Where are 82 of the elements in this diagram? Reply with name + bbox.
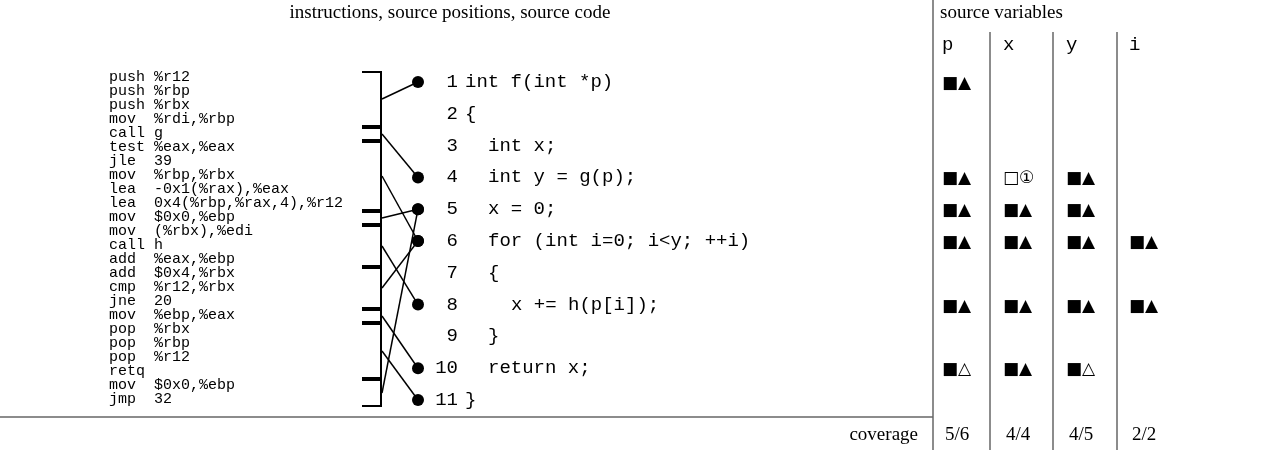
instruction-text: push %rbp bbox=[109, 85, 190, 99]
instruction-text: mov %rbp,%rbx bbox=[109, 169, 236, 183]
instruction-text: jne 20 bbox=[109, 295, 172, 309]
connector-line bbox=[381, 203, 424, 394]
instruction-text: jmp 32 bbox=[109, 393, 172, 407]
instruction-text: push %r12 bbox=[109, 71, 190, 85]
coverage-symbols: ■▲ bbox=[1129, 231, 1159, 251]
instruction-text: pop %rbx bbox=[109, 323, 190, 337]
instruction-text: add $0x4,%rbx bbox=[109, 267, 236, 281]
coverage-symbols: ■△ bbox=[942, 358, 972, 379]
coverage-symbols: ■▲ bbox=[1066, 167, 1096, 188]
variable-name: p bbox=[942, 35, 954, 55]
instruction-text: call h bbox=[109, 239, 163, 253]
instruction-text: push %rbx bbox=[109, 99, 190, 113]
source-code: for (int i=0; i<y; ++i) bbox=[488, 229, 751, 254]
coverage-value: 4/5 bbox=[1069, 424, 1094, 444]
instruction-text: mov $0x0,%ebp bbox=[109, 379, 236, 393]
instruction-text: jle 39 bbox=[109, 155, 172, 169]
instruction-text: call g bbox=[109, 127, 163, 141]
instruction-text: pop %r12 bbox=[109, 351, 190, 365]
row-heading: coverage bbox=[849, 424, 918, 444]
instruction-text: lea 0x4(%rbp,%rax,4),%r12 bbox=[109, 197, 344, 211]
connector-line bbox=[381, 76, 424, 100]
coverage-symbols: ■▲ bbox=[1003, 294, 1033, 315]
coverage-symbols: ■▲ bbox=[942, 167, 972, 188]
instruction-text: cmp %r12,%rbx bbox=[109, 281, 236, 295]
coverage-symbols: ■▲ bbox=[1066, 231, 1096, 251]
line-number: 10 bbox=[434, 356, 458, 382]
source-code: int y = g(p); bbox=[488, 165, 637, 191]
coverage-symbols: ■▲ bbox=[1003, 231, 1033, 251]
source-code: } bbox=[488, 324, 500, 350]
line-number: 2 bbox=[445, 101, 458, 127]
coverage-symbols: ■▲ bbox=[1066, 294, 1096, 315]
connector-line bbox=[381, 245, 424, 311]
line-number: 1 bbox=[445, 70, 458, 95]
variable-name: x bbox=[1003, 35, 1015, 55]
source-code: int f(int *p) bbox=[465, 70, 614, 95]
line-number: 3 bbox=[445, 133, 458, 159]
source-code: return x; bbox=[488, 356, 591, 382]
line-number: 11 bbox=[434, 388, 458, 413]
connector-line bbox=[381, 350, 424, 406]
variable-name: i bbox=[1129, 35, 1141, 55]
coverage-symbols: ■▲ bbox=[1129, 294, 1159, 315]
line-number: 8 bbox=[445, 292, 458, 318]
coverage-value: 5/6 bbox=[945, 424, 970, 444]
source-code: x = 0; bbox=[488, 197, 557, 223]
coverage-symbols: ■▲ bbox=[942, 231, 972, 251]
coverage-symbols: □① bbox=[1003, 167, 1035, 188]
source-code: int x; bbox=[488, 133, 557, 159]
instruction-text: mov (%rbx),%edi bbox=[109, 225, 254, 239]
source-code: } bbox=[465, 388, 477, 413]
variable-name: y bbox=[1066, 35, 1078, 55]
instruction-text: retq bbox=[109, 365, 145, 379]
coverage-symbols: ■▲ bbox=[1003, 199, 1033, 220]
line-number: 4 bbox=[445, 165, 458, 191]
instruction-text: mov $0x0,%ebp bbox=[109, 211, 236, 225]
coverage-symbols: ■▲ bbox=[942, 199, 972, 220]
line-number: 7 bbox=[445, 260, 458, 286]
coverage-symbols: ■▲ bbox=[942, 294, 972, 315]
instruction-text: pop %rbp bbox=[109, 337, 190, 351]
source-code: { bbox=[465, 101, 477, 127]
column-heading: source variables bbox=[940, 2, 1063, 22]
coverage-value: 4/4 bbox=[1006, 424, 1031, 444]
coverage-symbols: ■▲ bbox=[1003, 358, 1033, 379]
instruction-text: mov %rdi,%rbp bbox=[109, 113, 236, 127]
line-number: 5 bbox=[445, 197, 458, 223]
line-number: 9 bbox=[445, 324, 458, 350]
coverage-symbols: ■▲ bbox=[942, 72, 972, 92]
connector-line bbox=[381, 235, 424, 289]
connector-line bbox=[381, 133, 424, 184]
instruction-text: mov %ebp,%eax bbox=[109, 309, 236, 323]
instruction-text: test %eax,%eax bbox=[109, 141, 236, 155]
coverage-value: 2/2 bbox=[1132, 424, 1157, 444]
coverage-symbols: ■▲ bbox=[1066, 199, 1096, 220]
instruction-text: add %eax,%ebp bbox=[109, 253, 236, 267]
connector-line bbox=[381, 315, 424, 375]
instruction-text: lea -0x1(%rax),%eax bbox=[109, 183, 290, 197]
line-number: 6 bbox=[445, 229, 458, 254]
column-heading: instructions, source positions, source code bbox=[289, 2, 611, 22]
source-code: x += h(p[i]); bbox=[511, 292, 660, 318]
coverage-symbols: ■△ bbox=[1066, 358, 1096, 379]
source-code: { bbox=[488, 260, 500, 286]
